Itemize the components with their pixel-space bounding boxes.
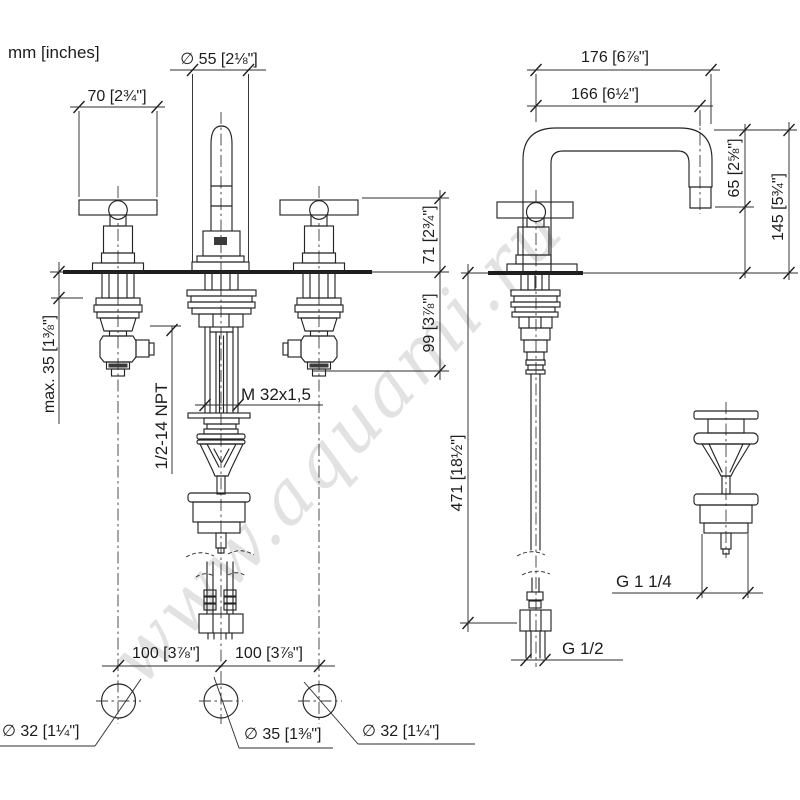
dim-hole-spacing-left-label: 100 [3⅞"] xyxy=(132,645,200,662)
dim-spout-reach-overall-label: 176 [6⅞"] xyxy=(581,49,649,66)
hole-dia-right-label: ∅ 32 [1¼"] xyxy=(362,723,439,740)
dim-spout-base-dia-label: ∅ 55 [2⅛"] xyxy=(180,51,257,68)
supply-hose-side xyxy=(516,373,552,659)
mounting-holes xyxy=(96,683,342,719)
spout-side xyxy=(522,127,713,273)
thread-spout-shank-label: M 32x1,5 xyxy=(241,385,311,404)
dim-max-deck-thickness-label: max. 35 [1⅜"] xyxy=(41,315,58,413)
dim-height-above-deck-label: 71 [2¾"] xyxy=(421,205,438,264)
drain-assembly xyxy=(693,402,759,598)
thread-supply-hose-callout: G 1/2 xyxy=(511,639,623,667)
dim-depth-below-deck-label: 99 [3⅞"] xyxy=(421,293,438,352)
valve-body-side xyxy=(510,272,561,375)
dim-hole-spacing-right-label: 100 [3⅞"] xyxy=(235,645,303,662)
thread-drain-callout: G 1 1/4 xyxy=(612,572,763,600)
dim-spout-base-dia: ∅ 55 [2⅛"] xyxy=(170,51,266,262)
dim-spout-reach-to-aerator: 166 [6½"] xyxy=(527,86,713,126)
front-view: 70 [2¾"] ∅ 55 [2⅛"] 71 [2¾"] 99 [3⅞"] ma… xyxy=(0,51,475,749)
cross-handle-side xyxy=(496,201,578,274)
dim-spout-outlet-drop-label: 65 [2⅝"] xyxy=(726,138,743,197)
dim-handle-width: 70 [2¾"] xyxy=(70,88,165,197)
spout-column-front xyxy=(186,125,257,414)
hole-dia-left-label: ∅ 32 [1¼"] xyxy=(2,723,79,740)
units-note-label: mm [inches] xyxy=(8,43,100,62)
hole-dia-callout-right: ∅ 32 [1¼"] xyxy=(303,681,475,745)
hole-dia-callout-center: ∅ 35 [1⅜"] xyxy=(213,676,333,749)
dim-supply-hose-length: 471 [18½"] xyxy=(449,264,517,632)
hole-dia-center-label: ∅ 35 [1⅜"] xyxy=(244,726,321,743)
dim-spout-height-label: 145 [5¾"] xyxy=(770,173,787,241)
thread-supply-hose-label: G 1/2 xyxy=(562,639,604,658)
hole-dia-callout-left: ∅ 32 [1¼"] xyxy=(0,678,142,747)
dim-spout-reach-overall: 176 [6⅞"] xyxy=(527,49,720,124)
side-view: 176 [6⅞"] 166 [6½"] 65 [2⅝"] 145 [5¾"] 4… xyxy=(449,49,798,667)
thread-spout-shank-callout: M 32x1,5 xyxy=(195,385,323,412)
dim-supply-hose-length-label: 471 [18½"] xyxy=(449,435,466,512)
dim-hole-spacing: 100 [3⅞"] 100 [3⅞"] xyxy=(102,645,335,673)
dim-heights-front: 71 [2¾"] 99 [3⅞"] xyxy=(312,190,449,380)
thread-drain-label: G 1 1/4 xyxy=(616,572,672,591)
thread-valve-inlet-callout: 1/2-14 NPT xyxy=(150,323,181,474)
pop-up-waste-front xyxy=(185,412,255,578)
right-valve-body xyxy=(282,272,344,377)
left-valve-body xyxy=(93,272,155,377)
dim-spout-reach-to-aerator-label: 166 [6½"] xyxy=(571,86,639,103)
dim-max-deck-thickness: max. 35 [1⅜"] xyxy=(41,262,83,424)
dim-spout-heights: 65 [2⅝"] 145 [5¾"] xyxy=(714,122,797,280)
supply-hoses-front xyxy=(198,561,244,640)
thread-valve-inlet-label: 1/2-14 NPT xyxy=(152,383,171,470)
dim-handle-width-label: 70 [2¾"] xyxy=(87,88,146,105)
